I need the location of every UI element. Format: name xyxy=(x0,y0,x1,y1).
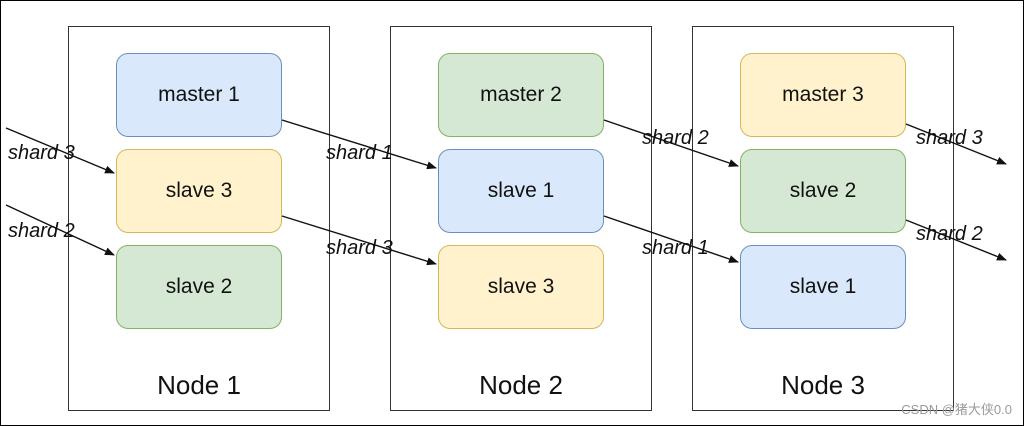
node-1-slave-2-box: slave 2 xyxy=(116,245,282,329)
node-2-slave-3-box: slave 3 xyxy=(438,245,604,329)
node-1-slave-3-box: slave 3 xyxy=(116,149,282,233)
edge-slave1-shard-1-line xyxy=(603,215,739,263)
node-3-slave-1-box: slave 1 xyxy=(740,245,906,329)
node-2-master-2-box: master 2 xyxy=(438,53,604,137)
edge-slave2-shard-2-line xyxy=(905,219,1007,261)
edge-master3-shard-3-line xyxy=(905,123,1007,165)
edge-slave3-shard-3-label: shard 3 xyxy=(326,237,393,259)
edge-slave3-shard-3-line xyxy=(281,215,437,266)
edge-master2-shard-2-line xyxy=(603,119,739,167)
edge-master3-shard-3-label: shard 3 xyxy=(916,127,983,149)
node-2-label: Node 2 xyxy=(479,370,563,400)
node-2-container: Node 2 xyxy=(390,26,652,411)
edge-master1-shard-1-line xyxy=(281,119,437,170)
edge-shard-3-in-line xyxy=(5,127,115,174)
edge-shard-2-in-line xyxy=(5,204,115,256)
node-1-label: Node 1 xyxy=(157,370,241,400)
node-3-label: Node 3 xyxy=(781,370,865,400)
node-2-slave-1-box: slave 1 xyxy=(438,149,604,233)
edge-slave1-shard-1-label: shard 1 xyxy=(642,237,709,259)
edge-master1-shard-1-label: shard 1 xyxy=(326,142,393,164)
node-3-container: Node 3 xyxy=(692,26,954,411)
node-1-container: Node 1 xyxy=(68,26,330,411)
node-3-slave-2-box: slave 2 xyxy=(740,149,906,233)
edge-shard-3-in-label: shard 3 xyxy=(8,142,75,164)
edge-master2-shard-2-label: shard 2 xyxy=(642,127,709,149)
edge-slave2-shard-2-label: shard 2 xyxy=(916,223,983,245)
node-1-master-1-box: master 1 xyxy=(116,53,282,137)
node-3-master-3-box: master 3 xyxy=(740,53,906,137)
edge-shard-2-in-label: shard 2 xyxy=(8,220,75,242)
watermark: CSDN @猪大侠0.0 xyxy=(901,402,1012,417)
